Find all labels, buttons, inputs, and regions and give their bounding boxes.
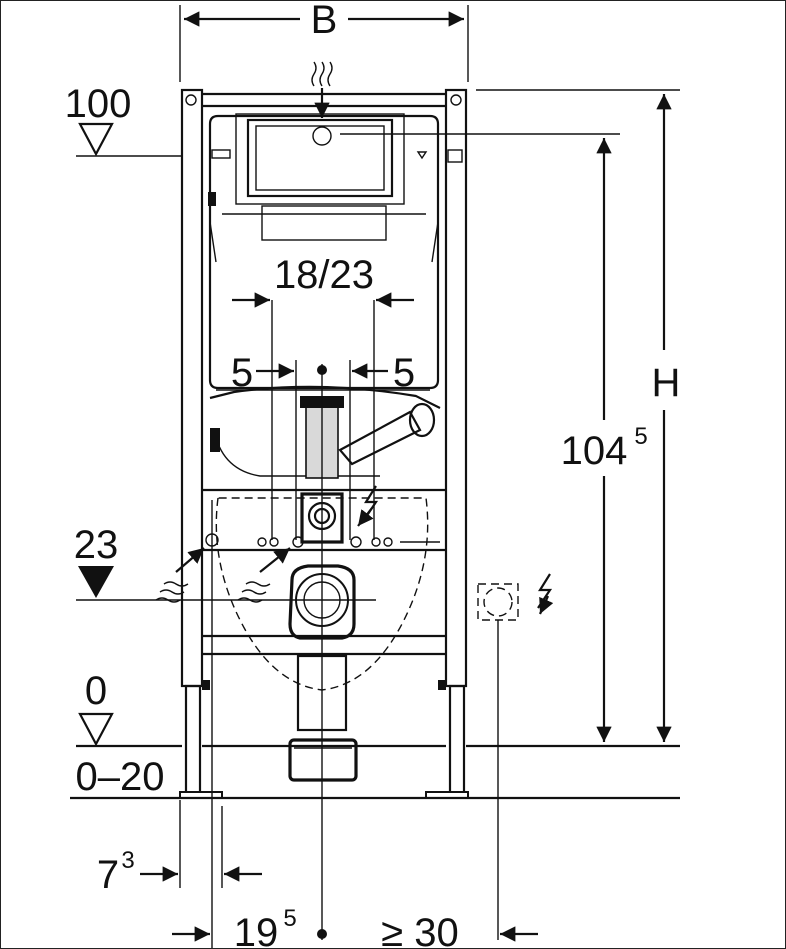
frame-height-superscript: 5 (634, 423, 647, 450)
center-offset-superscript: 5 (283, 905, 296, 932)
water-supply-icon (237, 547, 291, 603)
side-clearance-label: ≥ 30 (381, 911, 459, 949)
offset-right-label: 5 (393, 351, 415, 395)
level-top-label: 100 (65, 82, 132, 126)
width-label: B (311, 0, 338, 42)
water-supply-icon (311, 61, 333, 118)
offset-left-label: 5 (231, 351, 253, 395)
cistern (208, 113, 463, 391)
level-axis: 23 (74, 523, 376, 601)
width-dimension: B (179, 0, 469, 82)
height-label: H (652, 361, 681, 405)
level-top: 100 (65, 82, 182, 157)
water-supply-icon (155, 547, 205, 603)
electric-supply-icon (477, 573, 554, 940)
foot-offset-dimension: 7 3 (97, 800, 262, 897)
center-offset-dimension: 19 5 ≥ 30 (172, 500, 538, 949)
level-triangle-icon (78, 712, 114, 747)
floor-range-label: 0–20 (76, 755, 165, 799)
bolt-spacing-dimension: 18/23 (232, 253, 414, 540)
level-axis-label: 23 (74, 523, 119, 567)
offset-dimension: 5 5 (231, 351, 415, 540)
frame-height-dimension: 104 5 (340, 133, 648, 742)
level-floor: 0 0–20 (70, 669, 680, 800)
center-offset-label: 19 (234, 911, 279, 949)
foot-offset-label: 7 (97, 853, 119, 897)
frame-height-label: 104 (561, 429, 628, 473)
flush-pipe (209, 385, 441, 479)
electric-supply-icon (357, 485, 379, 527)
bolt-spacing-label: 18/23 (274, 253, 374, 297)
height-dimension: H (476, 89, 681, 742)
foot-offset-superscript: 3 (121, 847, 134, 874)
level-triangle-icon (78, 566, 114, 598)
level-triangle-icon (78, 122, 114, 157)
level-floor-label: 0 (85, 669, 107, 713)
